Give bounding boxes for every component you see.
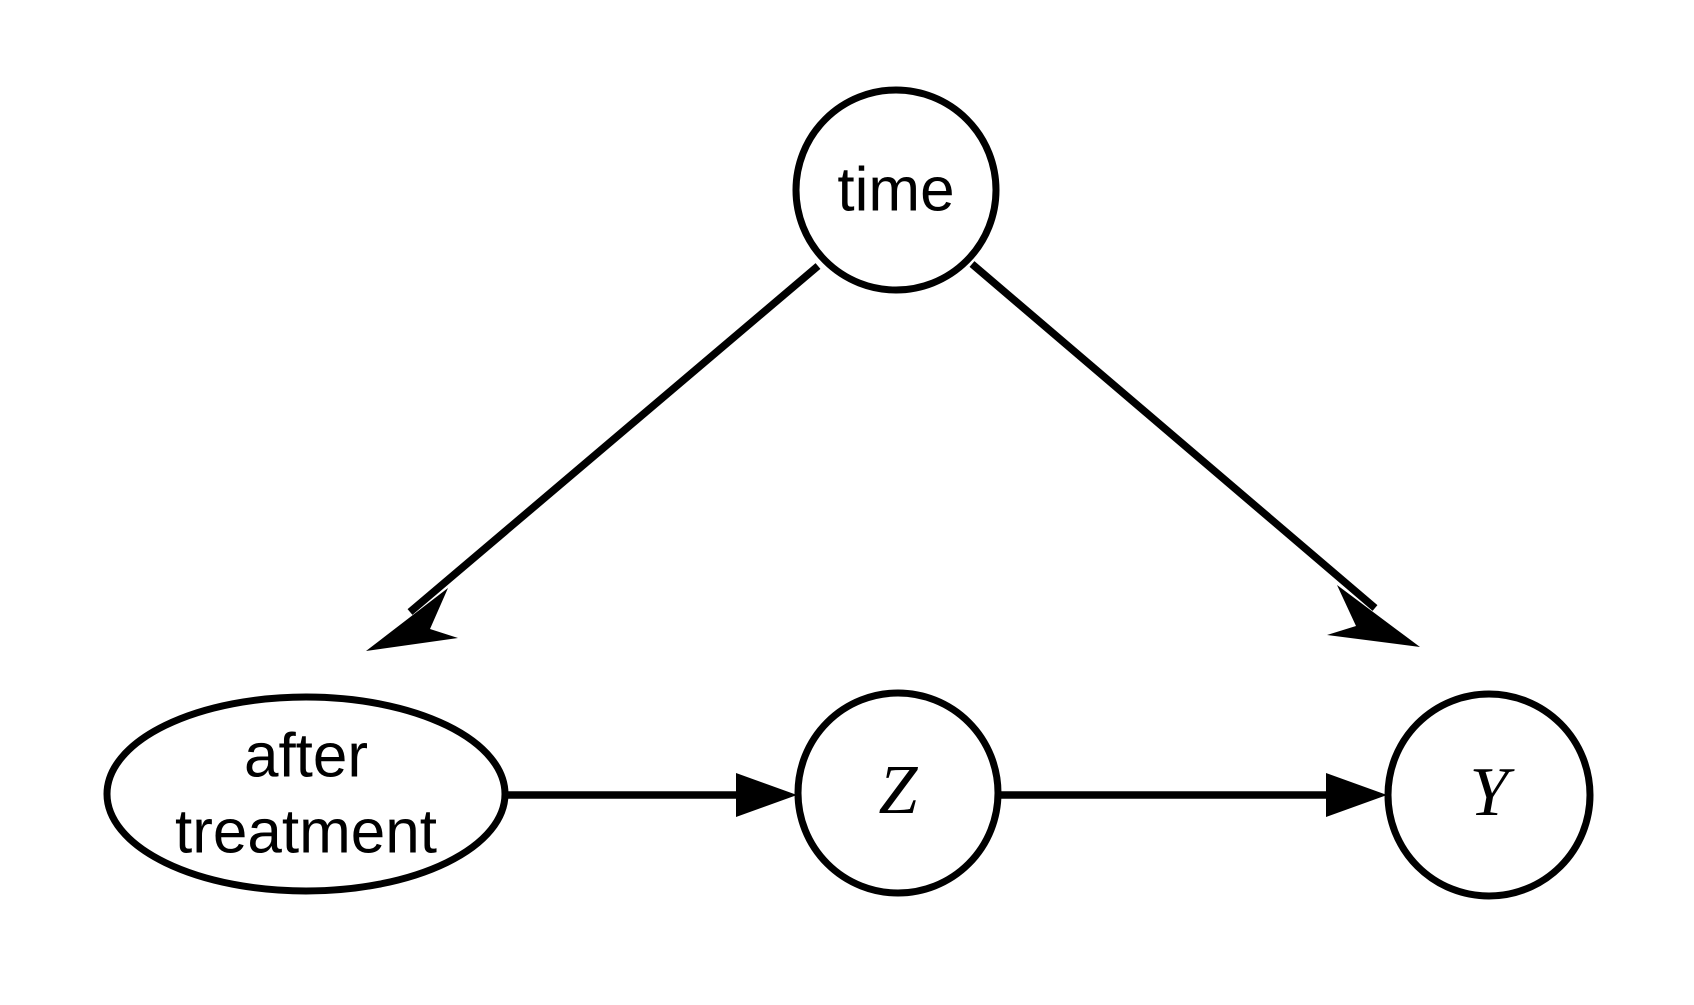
node-Z-circle [794,689,1002,897]
node-Y-circle [1384,690,1594,900]
node-after-treatment[interactable]: after treatment [103,693,509,895]
edge-time-to-Y[interactable] [969,261,1420,647]
node-time[interactable]: time [792,86,1000,294]
node-after-treatment-ellipse [103,693,509,895]
node-Z-label: Z [879,752,919,829]
edge-after-treatment-to-Z[interactable] [505,773,797,817]
arrow-head-Z-Y [1326,773,1387,817]
edge-Z-to-Y[interactable] [998,773,1387,817]
node-Z[interactable]: Z [794,689,1002,897]
arrow-head-after-treatment-Z [736,773,797,817]
node-time-label: time [837,155,954,224]
node-time-circle [792,86,1000,294]
edge-time-to-after-treatment[interactable] [366,263,821,651]
node-after-treatment-label-line1: after [244,721,368,790]
edge-line-time-after-treatment [407,263,821,615]
node-after-treatment-label-line2: treatment [175,797,437,866]
node-Y[interactable]: Y [1384,690,1594,900]
edge-line-time-Y [969,261,1378,611]
node-Y-label: Y [1470,754,1516,831]
arrow-head-time-after-treatment [366,588,458,651]
arrow-head-time-Y [1327,585,1420,647]
